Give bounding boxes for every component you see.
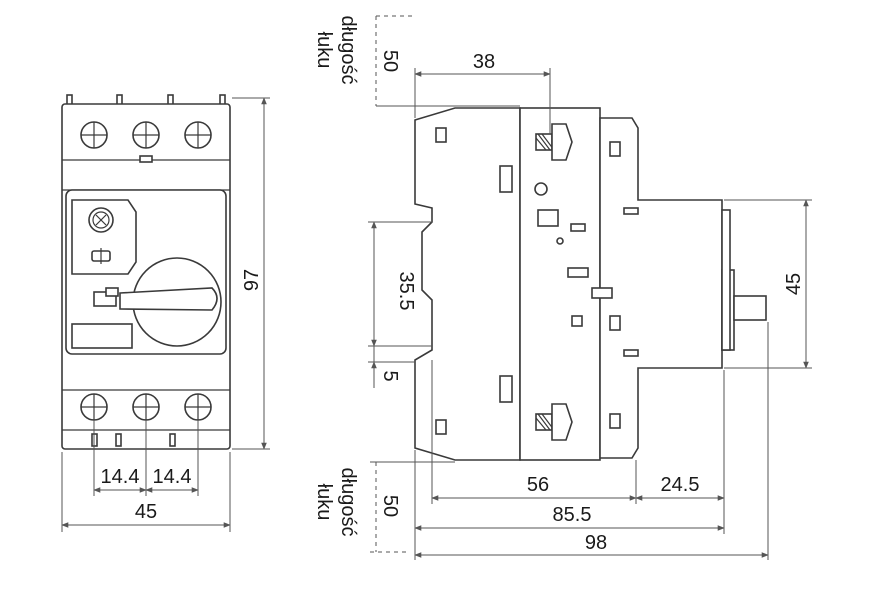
front-view: 97 14.4 14.4 45	[61, 94, 270, 532]
rotary-knob-icon	[119, 257, 222, 347]
shaft	[733, 295, 767, 321]
slot	[570, 223, 586, 232]
bottom-lug	[169, 433, 176, 447]
height-dim-label: 97	[241, 269, 263, 291]
arc-top-label-2: łuku	[313, 32, 335, 69]
slot	[609, 141, 621, 157]
dim-24-5-label: 24.5	[661, 474, 700, 496]
slot	[609, 315, 621, 331]
side-body-mid	[519, 107, 601, 461]
slot	[567, 267, 589, 278]
pitch-right-label: 14.4	[153, 466, 192, 488]
arc-bottom-distance: 50	[379, 495, 401, 517]
dim-5-label: 5	[379, 370, 401, 381]
side-view: 50 długość łuku 38 35.5 5 45 50 długość …	[313, 15, 812, 560]
window	[499, 165, 513, 193]
width-dim-label: 45	[135, 501, 157, 523]
screw-icon	[80, 121, 108, 149]
screw-icon	[184, 393, 212, 421]
clamp-screw-icon	[535, 403, 573, 441]
slot	[609, 413, 621, 429]
dim-56-label: 56	[527, 474, 549, 496]
indicator-circle	[534, 182, 548, 196]
slot	[623, 207, 639, 215]
dim-85-5-label: 85.5	[553, 504, 592, 526]
screw-icon	[132, 121, 160, 149]
dim-98-label: 98	[585, 532, 607, 554]
side-body-left	[414, 107, 521, 461]
screw-icon	[132, 393, 160, 421]
window	[499, 375, 513, 403]
dim-38-label: 38	[473, 51, 495, 73]
lock-tab-icon	[93, 287, 119, 307]
slot	[435, 419, 447, 435]
arc-top-label-1: długość	[337, 16, 359, 85]
indicator-slot	[139, 155, 153, 163]
screw-icon	[184, 121, 212, 149]
slot	[591, 287, 613, 299]
back-plate	[721, 209, 731, 351]
dim-45-label: 45	[783, 273, 805, 295]
arc-bottom-label-1: długość	[337, 468, 359, 537]
slot	[623, 349, 639, 357]
label-plate	[71, 323, 133, 349]
adjust-dial-icon	[88, 207, 114, 233]
pin-icon	[556, 237, 564, 245]
arc-bottom-label-2: łuku	[313, 484, 335, 521]
clamp-screw-icon	[535, 123, 573, 161]
bottom-lug	[115, 433, 122, 447]
slot	[435, 127, 447, 143]
adjust-window	[71, 199, 137, 275]
window	[537, 209, 559, 227]
arc-top-distance: 50	[379, 50, 401, 72]
trip-indicator-icon	[91, 248, 111, 264]
pitch-left-label: 14.4	[101, 466, 140, 488]
dim-35-5-label: 35.5	[395, 272, 417, 311]
side-body-right	[599, 117, 723, 459]
screw-icon	[80, 393, 108, 421]
slot	[571, 315, 583, 327]
